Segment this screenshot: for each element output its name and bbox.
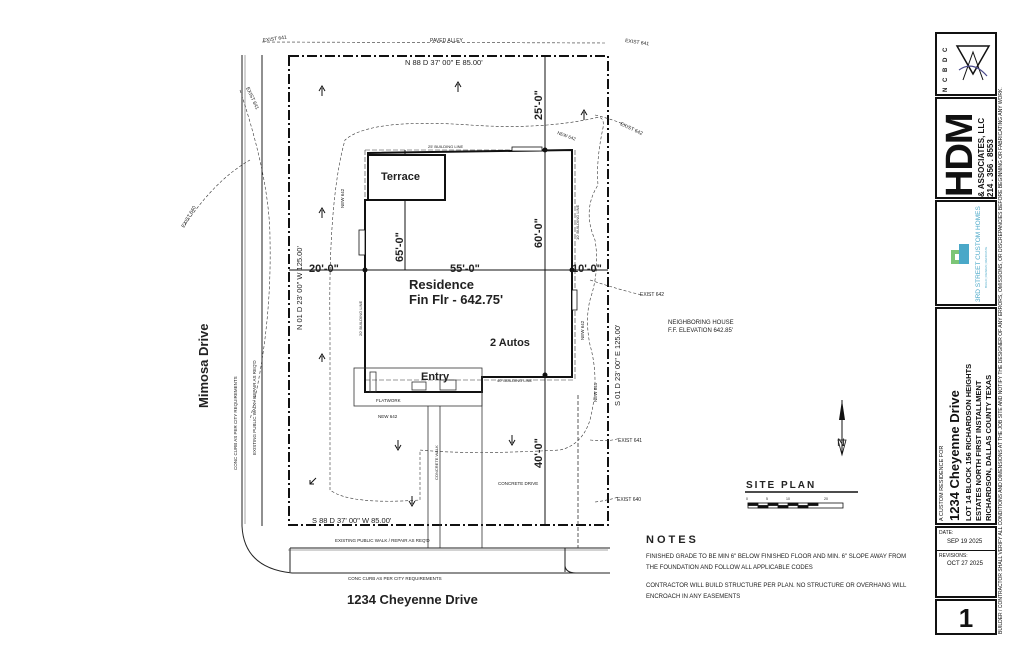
building-line-label: 40' BUILDING LINE: [497, 378, 533, 383]
new-contour-label: NEW 641: [593, 382, 598, 402]
building-line-label: 10' BUILDING LINE: [575, 204, 580, 240]
house-depth-left-dim: 65'-0": [394, 232, 406, 262]
builder-name: 3RD STREET CUSTOM HOMES: [975, 206, 982, 302]
right-setback-dim: 10'-0": [572, 263, 602, 275]
neighbor-label: NEIGHBORING HOUSE: [668, 320, 734, 326]
street-name-left: Mimosa Drive: [196, 323, 211, 408]
revisions-label: REVISIONS:: [939, 553, 968, 559]
exist-contour-label: EXIST 641: [262, 35, 287, 44]
new-contour-label: NEW 642: [557, 130, 577, 141]
new-contour-label: NEW 642: [340, 188, 345, 208]
date-label: DATE:: [939, 530, 954, 536]
notes-heading: NOTES: [646, 534, 699, 546]
note-line: CONTRACTOR WILL BUILD STRUCTURE PER PLAN…: [646, 583, 907, 589]
seal-logo-icon: [955, 45, 991, 81]
seal-text: N C B D C: [943, 45, 949, 92]
title-block-sheet: 1: [935, 599, 997, 635]
new-contour-label: NEW 642: [378, 414, 398, 419]
existing-walk-label: EXISTING PUBLIC WALK / REPAIR AS REQ'D: [335, 538, 430, 543]
project-subdivision: ESTATES NORTH FIRST INSTALLMENT: [974, 380, 983, 521]
front-setback-dim: 40'-0": [533, 438, 545, 468]
drainage-arrows: [309, 81, 588, 507]
note-line: THE FOUNDATION AND FOLLOW ALL APPLICABLE…: [646, 565, 813, 571]
graphic-scale: [745, 491, 858, 509]
curb-label: CONC CURB AS PER CITY REQUIREMENTS: [348, 576, 442, 581]
paved-alley-label: PAVED ALLEY: [430, 38, 464, 44]
street-edges: [241, 55, 610, 574]
date-value: SEP 19 2025: [947, 539, 983, 545]
project-lot: LOT 14 BLOCK 156 RICHARDSON HEIGHTS: [964, 363, 973, 521]
flatwork-label: FLATWORK: [376, 398, 401, 403]
north-arrow-icon: [837, 400, 847, 457]
north-letter: N: [837, 437, 845, 449]
concrete-walk-label: CONCRETE WALK: [434, 445, 439, 480]
west-bearing: N 01 D 23' 00" W 125.00': [295, 246, 304, 330]
neighbor-elevation: F.F. ELEVATION 642.85': [668, 328, 733, 334]
scale-tick: 5: [766, 497, 768, 501]
exist-contour-label: EXIST 641: [625, 38, 650, 47]
site-plan-title: SITE PLAN: [746, 480, 816, 491]
existing-walk-label: EXISTING PUBLIC WALK / REPAIR AS REQ'D: [252, 360, 257, 455]
project-for: A CUSTOM RESIDENCE FOR: [939, 445, 945, 521]
builder-logo-icon: [951, 244, 969, 264]
building-line-label: 25' BUILDING LINE: [428, 144, 464, 149]
street-name-bottom: 1234 Cheyenne Drive: [347, 592, 478, 607]
builder-tagline: BUILD | DESIGN | RENOVATE: [984, 246, 988, 288]
firm-name: & ASSOCIATES, LLC: [977, 117, 986, 197]
sheet-number: 1: [958, 603, 974, 633]
firm-logo: HDM: [939, 113, 981, 197]
concrete-drive-label: CONCRETE DRIVE: [498, 481, 538, 486]
contour-lines: [184, 41, 643, 503]
title-block-seal: N C B D C: [935, 32, 997, 96]
scale-tick: 10: [786, 497, 790, 501]
exist-contour-label: EXIST 641: [244, 86, 260, 111]
finished-floor-label: Fin Flr - 642.75': [409, 292, 503, 307]
scale-tick: 20: [824, 497, 828, 501]
house-depth-right-dim: 60'-0": [533, 218, 545, 248]
terrace-label: Terrace: [381, 171, 420, 183]
title-block-project: A CUSTOM RESIDENCE FOR 1234 Cheyenne Dri…: [935, 307, 997, 525]
entry-label: Entry: [421, 371, 450, 383]
scale-tick: 0: [746, 497, 748, 501]
exist-contour-label: EXIST 640: [181, 205, 198, 229]
project-city: RICHARDSON, DALLAS COUNTY TEXAS: [984, 374, 993, 521]
house-width-dim: 55'-0": [450, 263, 480, 275]
title-block-dates: DATE: SEP 19 2025 REVISIONS: OCT 27 2025: [935, 526, 997, 598]
curb-label: CONC CURB AS PER CITY REQUIREMENTS: [233, 376, 238, 470]
building-line-label: 20' BUILDING LINE: [358, 300, 363, 336]
exist-contour-label: EXIST 641: [618, 438, 642, 444]
exist-contour-label: EXIST 642: [619, 121, 644, 137]
rear-setback-dim: 25'-0": [533, 90, 545, 120]
plan-labels: PAVED ALLEY EXIST 641 EXIST 641 EXIST 64…: [181, 35, 907, 607]
disclaimer-text: BUILDER / CONTRACTOR SHALL VERIFY ALL CO…: [998, 87, 1004, 634]
east-bearing: S 01 D 23' 00" E 125.00': [613, 324, 622, 406]
exist-contour-label: EXIST 640: [617, 497, 641, 503]
new-contour-label: NEW 642: [580, 320, 585, 340]
garage-label: 2 Autos: [490, 337, 530, 349]
terrace-outline: [367, 154, 446, 201]
flatwork: [353, 367, 579, 548]
exist-contour-label: EXIST 642: [640, 292, 664, 298]
note-line: ENCROACH IN ANY EASEMENTS: [646, 594, 740, 600]
note-line: FINISHED GRADE TO BE MIN 6" BELOW FINISH…: [646, 554, 906, 560]
title-block-firm: HDM & ASSOCIATES, LLC 214 . 356 . 8553: [935, 97, 997, 199]
north-bearing: N 88 D 37' 00" E 85.00': [405, 58, 483, 67]
residence-label: Residence: [409, 277, 474, 292]
firm-phone: 214 . 356 . 8553: [986, 139, 995, 197]
property-line: [288, 55, 609, 526]
project-address: 1234 Cheyenne Drive: [947, 390, 962, 521]
left-setback-dim: 20'-0": [309, 263, 339, 275]
revision-value: OCT 27 2025: [947, 561, 983, 567]
south-bearing: S 88 D 37' 00" W 85.00': [312, 516, 392, 525]
title-block-builder: 3RD STREET CUSTOM HOMES BUILD | DESIGN |…: [935, 200, 997, 306]
